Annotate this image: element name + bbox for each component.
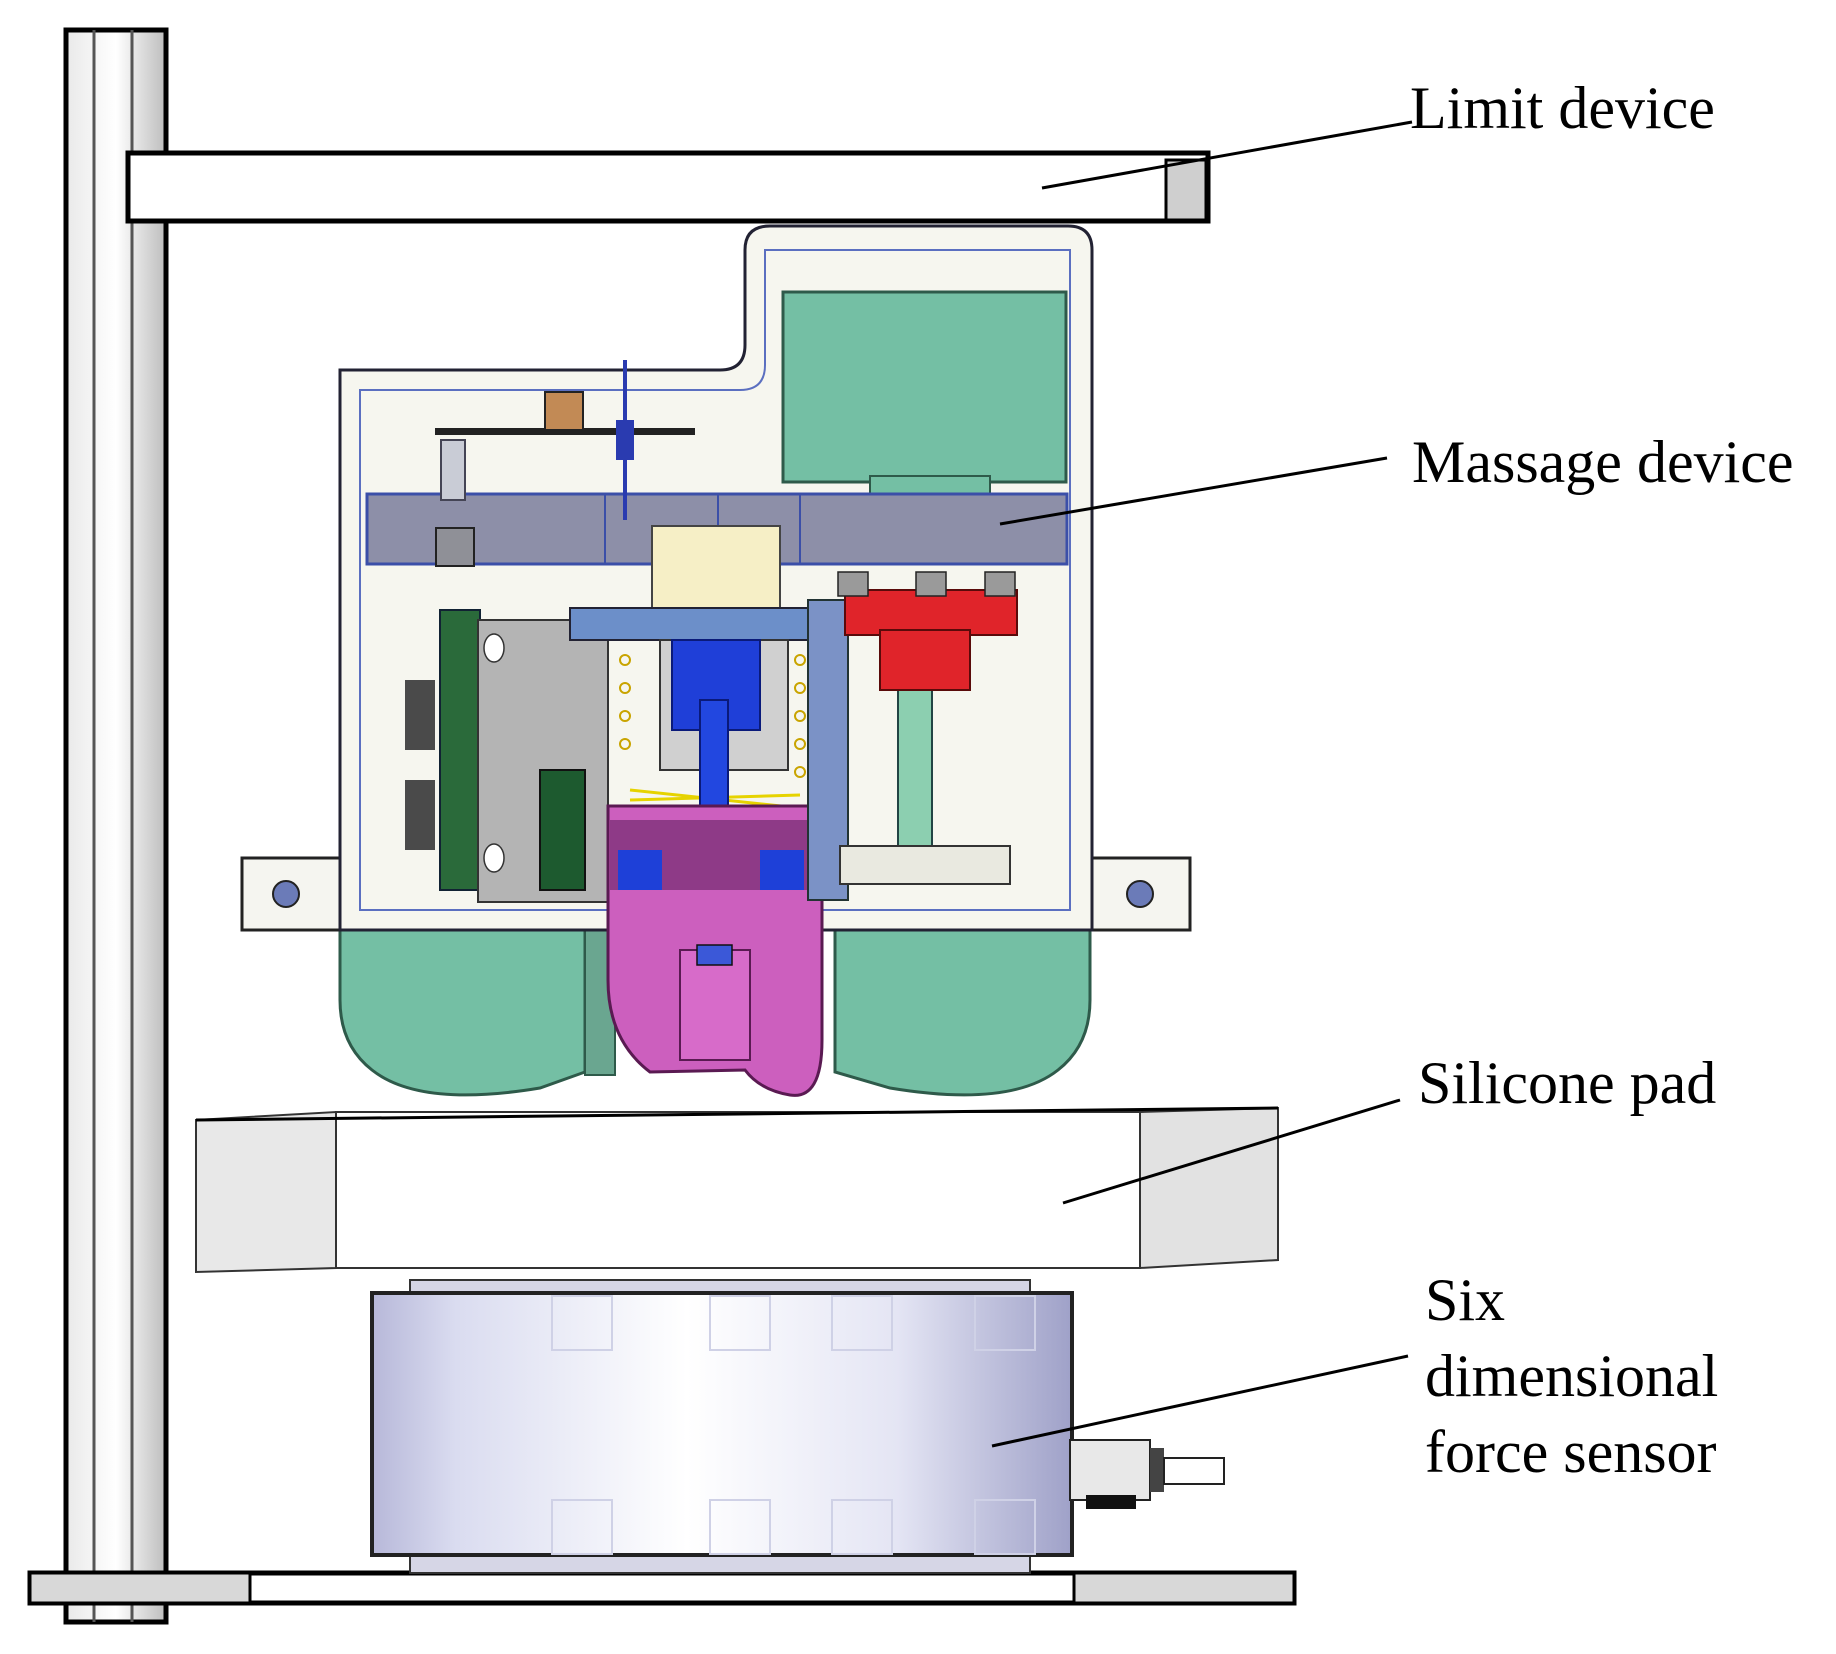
leader-silicone-pad [1062, 1098, 1401, 1205]
motor-block [781, 290, 1068, 484]
label-silicone-pad: Silicone pad [1418, 1045, 1716, 1121]
sensor-connector [1069, 1439, 1151, 1501]
label-massage-device: Massage device [1412, 424, 1794, 500]
massage-foot-left [338, 928, 587, 1097]
label-force-sensor-line-2: dimensional [1425, 1343, 1719, 1410]
leader-limit-device [1041, 120, 1413, 190]
silicone-pad [195, 1106, 1279, 1274]
red-cam [844, 589, 1018, 636]
label-force-sensor: Six dimensional force sensor [1425, 1262, 1718, 1491]
limit-arm-stop [1164, 158, 1208, 222]
stand-pole [63, 27, 169, 1625]
sensor-body [370, 1291, 1074, 1557]
label-limit-device: Limit device [1410, 70, 1715, 146]
label-limit-device-text: Limit device [1410, 75, 1715, 141]
limit-device [63, 27, 1211, 1625]
leader-massage-device [999, 456, 1388, 526]
limit-arm [125, 150, 1211, 224]
label-silicone-pad-text: Silicone pad [1418, 1050, 1717, 1116]
base-plate [27, 1570, 1297, 1606]
label-force-sensor-line-1: Six [1425, 1267, 1506, 1333]
label-force-sensor-line-3: force sensor [1425, 1419, 1717, 1486]
leader-lines [991, 120, 1413, 1448]
massage-device [240, 224, 1192, 1097]
massage-foot-right [833, 928, 1092, 1097]
leader-force-sensor [991, 1354, 1409, 1448]
force-sensor [370, 1279, 1225, 1574]
label-massage-device-text: Massage device [1412, 429, 1794, 495]
